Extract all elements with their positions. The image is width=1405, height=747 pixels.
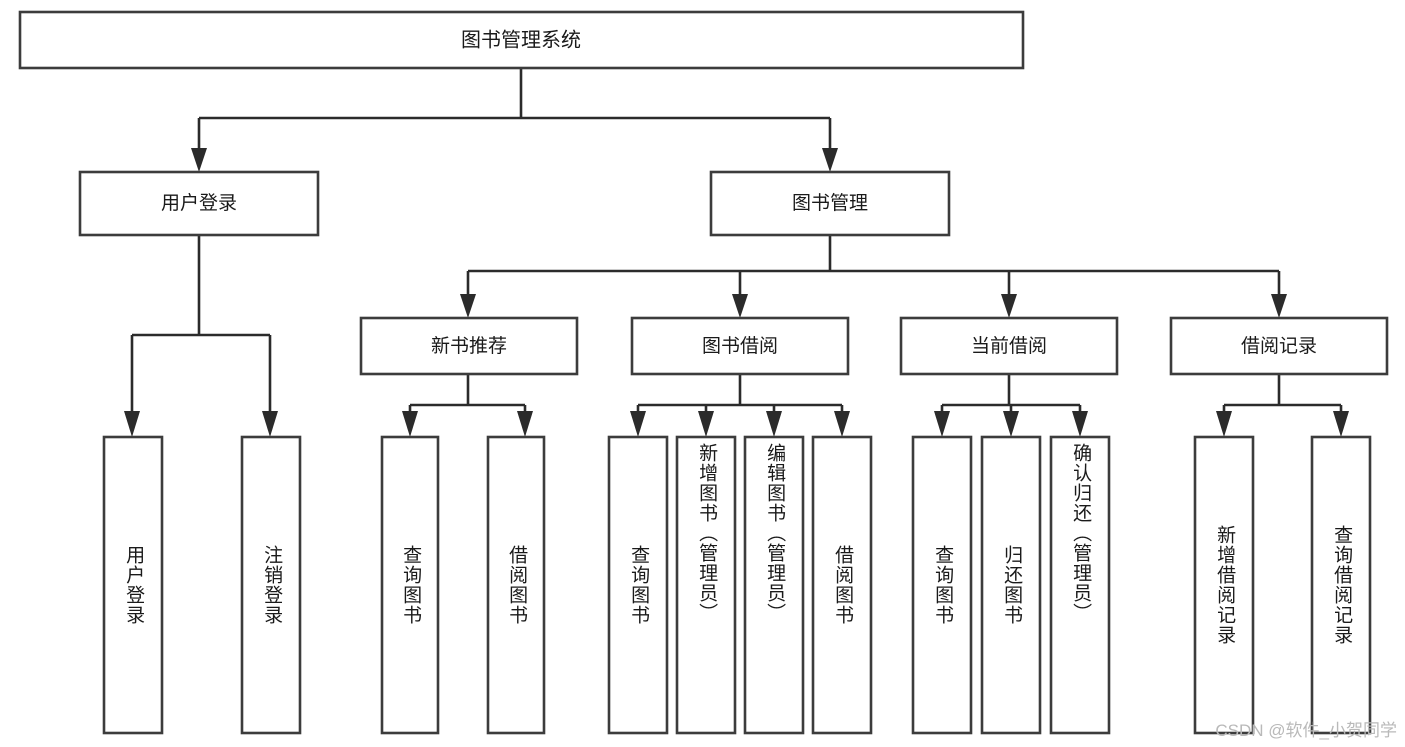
node-book-borrow[interactable]: 图书借阅 [630,316,850,376]
arrow-br-1 [1216,411,1232,437]
root-label: 图书管理系统 [461,28,581,51]
edges-root-to-level1 [191,68,838,172]
root-box[interactable] [18,10,1025,70]
arrow-nb-2 [517,411,533,437]
leaf-box-query-book-cb[interactable] [911,435,973,735]
edges-new-book-children [402,374,533,437]
borrow-record-box[interactable] [1169,316,1389,376]
arrow-bb-1 [630,411,646,437]
arrow-cb-2 [1003,411,1019,437]
edges-current-borrow-children [934,374,1088,437]
leaf-box-query-record[interactable] [1310,435,1372,735]
leaf-box-borrow-book-nb[interactable] [486,435,546,735]
current-borrow-box[interactable] [899,316,1119,376]
node-book-manage[interactable]: 图书管理 [709,170,951,237]
arrow-cb-3 [1072,411,1088,437]
arrow-user-login [191,148,207,172]
arrow-current-borrow [1001,294,1017,318]
arrow-book-manage [822,148,838,172]
node-root[interactable]: 图书管理系统 [18,10,1025,70]
user-login-label: 用户登录 [161,192,237,214]
leaf-box-logout[interactable] [240,435,302,735]
new-book-recommend-box[interactable] [359,316,579,376]
book-manage-box[interactable] [709,170,951,237]
edges-user-login-children [124,235,278,437]
leaf-box-query-book-nb[interactable] [380,435,440,735]
leaf-box-return-book[interactable] [980,435,1042,735]
edges-book-manage-children [460,235,1287,318]
arrow-cb-1 [934,411,950,437]
book-borrow-label: 图书借阅 [702,335,778,357]
leaf-box-confirm-return[interactable] [1049,435,1111,735]
arrow-borrow-record [1271,294,1287,318]
user-login-box[interactable] [78,170,320,237]
current-borrow-label: 当前借阅 [971,335,1047,357]
arrow-br-2 [1333,411,1349,437]
arrow-leaf-user-login [124,411,140,437]
leaf-box-query-book-bb[interactable] [607,435,669,735]
arrow-nb-1 [402,411,418,437]
book-borrow-box[interactable] [630,316,850,376]
leaf-box-borrow-book-bb[interactable] [811,435,873,735]
edges-book-borrow-children [630,374,850,437]
arrow-book-borrow [732,294,748,318]
leaf-box-add-book[interactable] [675,435,737,735]
arrow-bb-3 [766,411,782,437]
arrow-new-book [460,294,476,318]
arrow-leaf-logout [262,411,278,437]
book-manage-label: 图书管理 [792,192,868,214]
node-new-book-recommend[interactable]: 新书推荐 [359,316,579,376]
arrow-bb-4 [834,411,850,437]
leaf-boxes [102,435,1372,735]
new-book-recommend-label: 新书推荐 [431,335,507,357]
node-borrow-record[interactable]: 借阅记录 [1169,316,1389,376]
node-user-login[interactable]: 用户登录 [78,170,320,237]
leaf-box-edit-book[interactable] [743,435,805,735]
node-current-borrow[interactable]: 当前借阅 [899,316,1119,376]
leaf-box-add-record[interactable] [1193,435,1255,735]
leaf-box-user-login[interactable] [102,435,164,735]
arrow-bb-2 [698,411,714,437]
edges-borrow-record-children [1216,374,1349,437]
borrow-record-label: 借阅记录 [1241,335,1317,357]
